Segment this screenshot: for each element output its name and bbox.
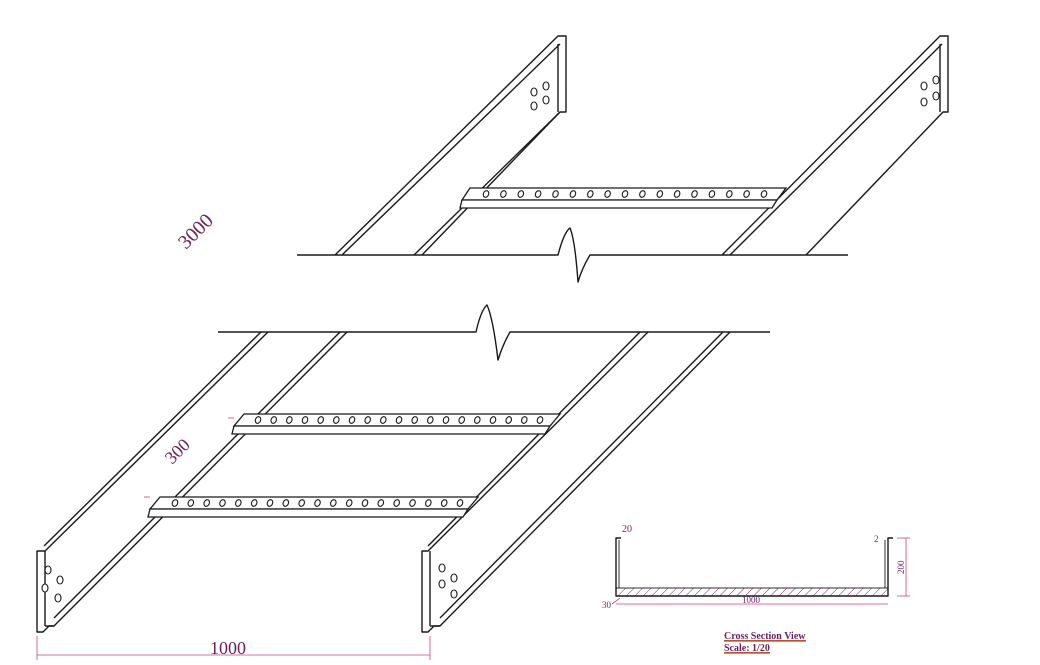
rung-slot-hole	[234, 499, 242, 507]
lower-ladder-section	[36, 304, 770, 633]
mounting-hole	[920, 81, 928, 91]
width-dimension: 1000	[36, 636, 431, 660]
rung-slot-hole	[534, 190, 542, 198]
rung-slot-hole	[621, 190, 629, 198]
rung-slot-hole	[314, 499, 321, 507]
mounting-hole	[920, 97, 928, 107]
left-rail-upper	[334, 35, 567, 256]
rung-slot-hole	[171, 499, 179, 507]
length-dimension: 3000	[174, 210, 218, 254]
rung-slot-hole	[760, 190, 768, 198]
rung-slot-hole	[348, 416, 356, 424]
rung-spacing-label: 300	[161, 435, 194, 468]
rung-slot-hole	[332, 416, 340, 424]
rung-slot-hole	[500, 190, 507, 198]
right-rail-upper	[721, 35, 949, 256]
mounting-hole	[542, 81, 550, 91]
left-rail-lower	[36, 331, 348, 633]
rung-slot-hole	[442, 416, 450, 424]
rung-slot-hole	[203, 499, 211, 507]
mounting-hole	[530, 101, 538, 111]
rung-slot-hole	[219, 499, 226, 507]
rung-slot-hole	[517, 190, 525, 198]
rung-slot-hole	[379, 416, 387, 424]
rung-slot-hole	[329, 499, 337, 507]
cross-section-scale: Scale: 1/20	[724, 643, 770, 654]
cross-section-base	[615, 587, 889, 597]
rung-slot-hole	[364, 416, 372, 424]
width-dimension-label: 1000	[210, 638, 246, 658]
rung-slot-hole	[552, 190, 559, 198]
rung-slot-hole	[505, 416, 513, 424]
mounting-hole	[56, 575, 64, 585]
cross-section-view: 20 2 200 30 1000 Cross Section View Scal…	[602, 524, 910, 654]
rung-slot-hole	[377, 499, 385, 507]
rung-slot-hole	[586, 190, 594, 198]
mounting-hole	[542, 95, 550, 105]
mounting-hole	[932, 75, 940, 85]
rung-bottom	[147, 496, 480, 518]
rung-slot-hole	[298, 499, 306, 507]
length-dimension-label: 3000	[174, 210, 218, 254]
rung-slot-hole	[743, 190, 750, 198]
cross-section-height-label: 200	[896, 560, 906, 574]
cross-section-thickness-label: 2	[874, 534, 879, 544]
break-line-upper	[297, 227, 848, 283]
mounting-hole	[54, 593, 62, 603]
cross-section-lip-label: 30	[602, 600, 612, 610]
upper-ladder-section	[297, 35, 949, 283]
rung-slot-hole	[187, 499, 195, 507]
rung-slot-hole	[393, 499, 401, 507]
rung-upper	[459, 187, 788, 209]
rung-slot-hole	[301, 416, 309, 424]
rung-slot-hole	[656, 190, 664, 198]
break-line-lower	[218, 304, 770, 361]
mounting-hole	[932, 91, 940, 101]
rung-slot-hole	[254, 416, 262, 424]
rung-slot-hole	[361, 499, 369, 507]
rung-slot-hole	[270, 416, 278, 424]
cross-section-width-label: 1000	[742, 595, 761, 605]
cross-section-flange-label: 20	[622, 524, 632, 535]
rung-slot-hole	[409, 499, 416, 507]
right-rail-lower	[421, 331, 731, 633]
cross-section-profile	[615, 537, 893, 597]
rung-slot-hole	[520, 416, 528, 424]
rung-slot-hole	[424, 499, 432, 507]
cross-section-title: Cross Section View	[724, 631, 806, 642]
rung-slot-hole	[725, 190, 733, 198]
rung-slot-hole	[604, 190, 611, 198]
rung-middle	[231, 413, 562, 435]
rung-slot-hole	[639, 190, 646, 198]
mounting-hole	[450, 589, 458, 599]
rung-slot-hole	[440, 499, 448, 507]
rung-slot-hole	[673, 190, 681, 198]
mounting-hole	[438, 579, 446, 589]
rung-slot-hole	[536, 416, 544, 424]
rung-slot-hole	[489, 416, 497, 424]
rung-slot-hole	[473, 416, 481, 424]
rung-slot-hole	[411, 416, 419, 424]
rung-slot-hole	[426, 416, 434, 424]
rung-slot-hole	[282, 499, 290, 507]
rung-slot-hole	[345, 499, 353, 507]
mounting-hole	[438, 563, 446, 573]
rung-slot-hole	[456, 499, 464, 507]
rung-slot-hole	[569, 190, 577, 198]
rung-slot-hole	[317, 416, 325, 424]
rung-slot-hole	[266, 499, 274, 507]
mounting-hole	[530, 87, 538, 97]
rung-slot-hole	[250, 499, 258, 507]
mounting-hole	[41, 583, 49, 593]
mounting-hole	[44, 565, 52, 575]
rung-slot-hole	[285, 416, 293, 424]
rung-slot-hole	[395, 416, 403, 424]
rung-slot-hole	[458, 416, 466, 424]
rung-slot-hole	[691, 190, 698, 198]
rung-spacing-dimension: 300	[144, 417, 234, 498]
rung-slot-hole	[708, 190, 716, 198]
mounting-hole	[450, 573, 458, 583]
rung-slot-hole	[482, 190, 490, 198]
